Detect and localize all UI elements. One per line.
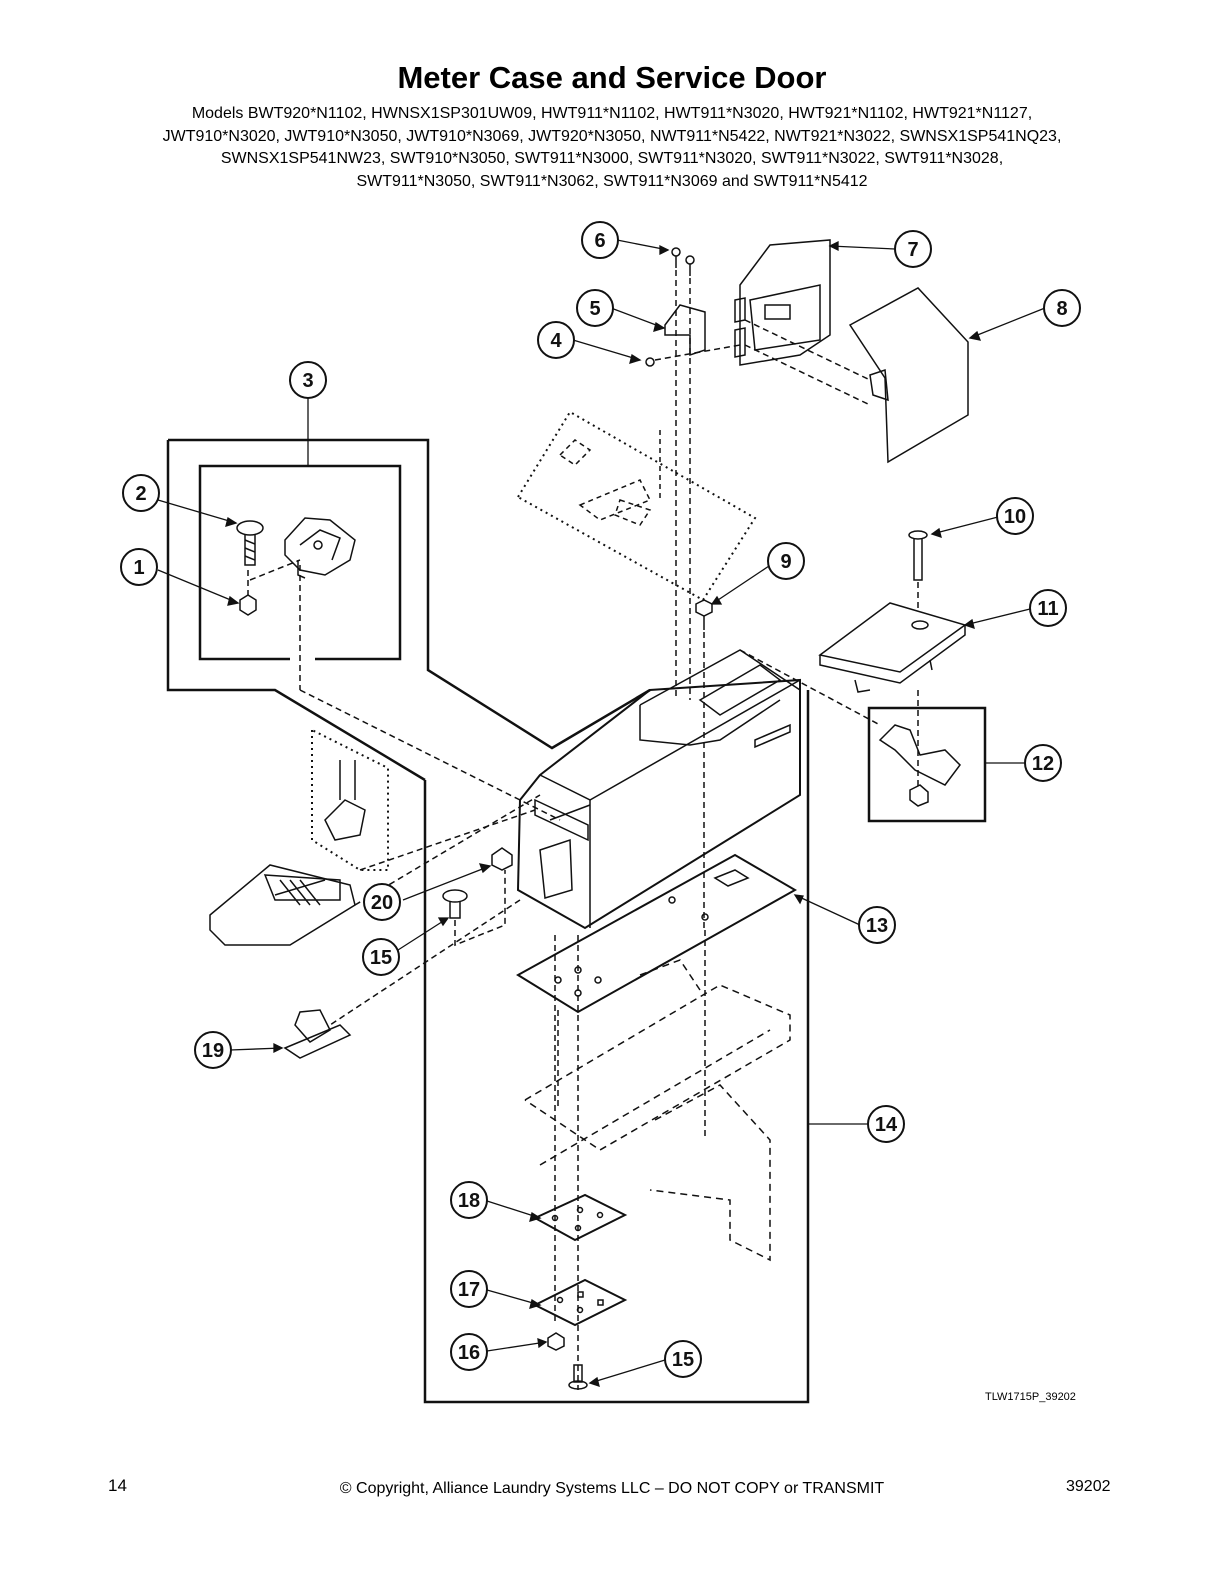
part-lock-plate xyxy=(818,602,967,693)
part-mount-plate xyxy=(532,1278,628,1327)
ghost-detail xyxy=(558,430,661,526)
callout-4: 4 xyxy=(537,321,575,359)
svg-text:9: 9 xyxy=(780,551,791,573)
callout-6: 6 xyxy=(581,221,619,259)
leader-dashed xyxy=(299,689,561,821)
svg-text:4: 4 xyxy=(550,330,562,352)
part-base-plate xyxy=(516,853,798,1014)
callout-7: 7 xyxy=(894,230,932,268)
model-line: JWT910*N3020, JWT910*N3050, JWT910*N3069… xyxy=(162,127,1062,145)
leader-dashed xyxy=(329,899,521,1026)
svg-text:2: 2 xyxy=(135,483,146,505)
model-line: SWNSX1SP541NW23, SWT910*N3050, SWT911*N3… xyxy=(220,150,1004,167)
svg-text:16: 16 xyxy=(458,1342,480,1364)
callout-16: 16 xyxy=(450,1333,488,1371)
part-cover xyxy=(744,287,969,464)
svg-text:15: 15 xyxy=(370,947,392,969)
frame-14 xyxy=(423,690,810,1404)
callout-18: 18 xyxy=(450,1181,488,1219)
leader-dashed xyxy=(359,809,536,871)
svg-text:15: 15 xyxy=(672,1349,694,1371)
part-screw xyxy=(908,530,928,610)
callout-13: 13 xyxy=(858,906,896,944)
inset-box-12 xyxy=(867,706,987,823)
part-bolt xyxy=(568,1364,588,1390)
white-gap xyxy=(290,650,315,665)
callout-8: 8 xyxy=(1043,289,1081,327)
svg-text:8: 8 xyxy=(1056,298,1067,320)
leader-dashed xyxy=(249,559,301,581)
ghost-coin-drop xyxy=(311,728,389,871)
ghost-cabinet xyxy=(524,959,791,1262)
callout-3: 3 xyxy=(289,361,327,399)
part-screw xyxy=(695,599,713,930)
callout-12: 12 xyxy=(1024,744,1062,782)
part-bolt xyxy=(442,870,506,947)
page-title: Meter Case and Service Door xyxy=(397,60,827,95)
callout-17: 17 xyxy=(450,1270,488,1308)
callout-15-lower: 15 xyxy=(664,1340,702,1378)
part-screw xyxy=(645,344,741,367)
svg-text:20: 20 xyxy=(371,892,393,914)
copyright-notice: © Copyright, Alliance Laundry Systems LL… xyxy=(339,1480,885,1497)
model-line: Models BWT920*N1102, HWNSX1SP301UW09, HW… xyxy=(191,105,1033,122)
page-number: 14 xyxy=(108,1476,127,1495)
group-frame-3-left xyxy=(166,440,426,782)
model-list: Models BWT920*N1102, HWNSX1SP301UW09, HW… xyxy=(90,103,1134,193)
svg-text:14: 14 xyxy=(875,1114,898,1136)
part-screws xyxy=(671,247,695,700)
part-clip xyxy=(878,724,961,807)
svg-text:3: 3 xyxy=(302,370,313,392)
callout-14: 14 xyxy=(867,1105,905,1143)
svg-text:13: 13 xyxy=(866,915,888,937)
svg-text:5: 5 xyxy=(589,298,600,320)
part-latch xyxy=(283,1009,352,1059)
document-number: 39202 xyxy=(1066,1478,1111,1495)
ghost-assembly xyxy=(516,410,757,602)
part-nut xyxy=(547,1332,565,1351)
part-mount-plate xyxy=(532,1193,628,1242)
svg-text:17: 17 xyxy=(458,1279,480,1301)
callout-11: 11 xyxy=(1029,589,1067,627)
callout-leaders xyxy=(157,239,1046,1387)
callout-15: 15 xyxy=(362,938,400,976)
leader-dashed xyxy=(739,649,881,726)
svg-text:1: 1 xyxy=(133,557,144,579)
part-carriage-bolt xyxy=(236,520,264,566)
part-coin-slide xyxy=(209,864,356,946)
callout-5: 5 xyxy=(576,289,614,327)
svg-text:18: 18 xyxy=(458,1190,480,1212)
svg-text:7: 7 xyxy=(907,239,918,261)
model-line: SWT911*N3050, SWT911*N3062, SWT911*N3069… xyxy=(356,172,868,190)
part-meter-case xyxy=(516,649,801,930)
drawing-reference: TLW1715P_39202 xyxy=(985,1391,1076,1403)
callout-10: 10 xyxy=(996,497,1034,535)
callout-1: 1 xyxy=(120,548,158,586)
callout-20: 20 xyxy=(363,883,401,921)
callout-2: 2 xyxy=(122,474,160,512)
part-nut xyxy=(239,570,257,616)
callout-9: 9 xyxy=(767,542,805,580)
part-bracket xyxy=(664,304,706,357)
svg-text:12: 12 xyxy=(1032,753,1054,775)
group-frame-3 xyxy=(168,438,651,750)
ghost-coin-detail xyxy=(324,760,366,841)
svg-text:10: 10 xyxy=(1004,506,1026,528)
callout-19: 19 xyxy=(194,1031,232,1069)
part-latch-bracket xyxy=(284,517,356,579)
part-nut xyxy=(491,847,513,871)
svg-text:11: 11 xyxy=(1037,598,1058,620)
svg-text:6: 6 xyxy=(594,230,605,252)
svg-text:19: 19 xyxy=(202,1040,224,1062)
